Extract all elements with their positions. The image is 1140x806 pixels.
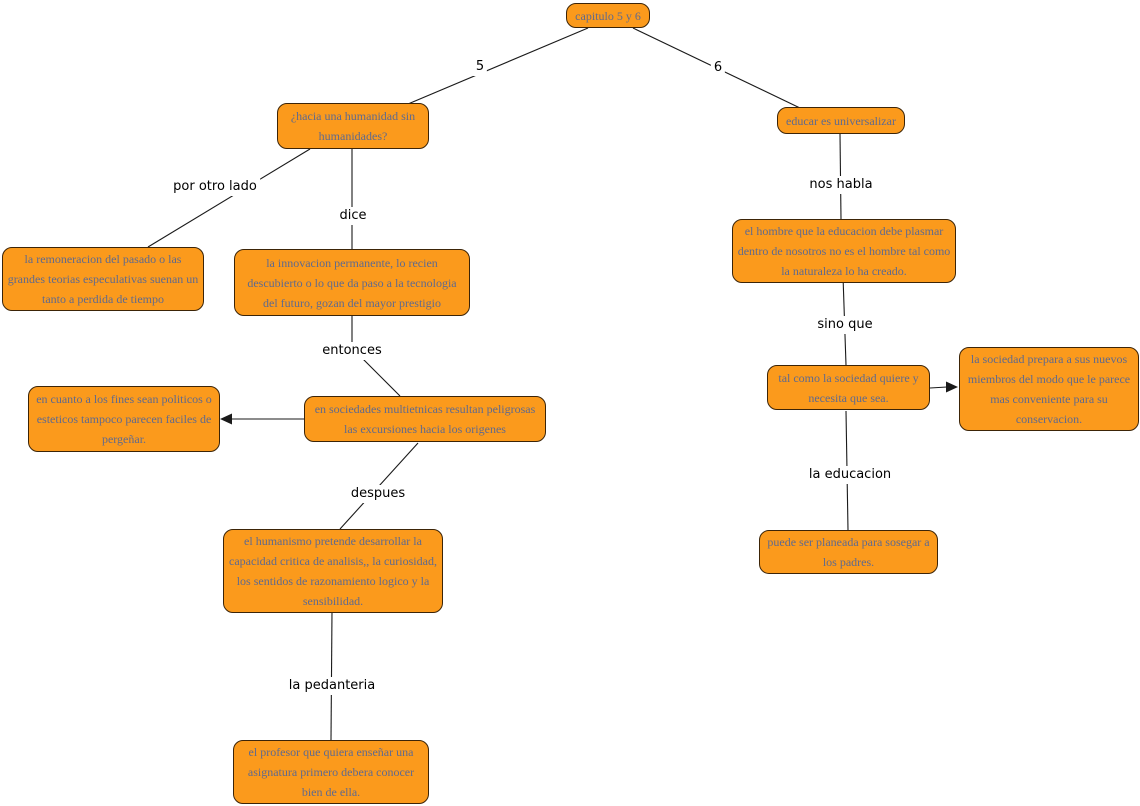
link-label-6[interactable]: 6	[710, 59, 726, 77]
link-label-dice[interactable]: dice	[336, 207, 370, 225]
link-label-despues[interactable]: despues	[347, 485, 409, 503]
node-humanismo-pretende[interactable]: el humanismo pretende desarrollar la cap…	[223, 529, 443, 613]
link-label-5[interactable]: 5	[472, 58, 488, 76]
node-hombre-educacion-plasmar[interactable]: el hombre que la educacion debe plasmar …	[732, 219, 956, 283]
link-label-nos-habla[interactable]: nos habla	[806, 176, 876, 194]
node-remoneracion-del-pasado[interactable]: la remoneracion del pasado o las grandes…	[2, 247, 204, 311]
node-capitulo-5-y-6[interactable]: capitulo 5 y 6	[566, 3, 650, 28]
node-sociedad-quiere[interactable]: tal como la sociedad quiere y necesita q…	[767, 365, 930, 410]
link-label-la-educacion[interactable]: la educacion	[805, 466, 895, 484]
connector-capitulo-humanidad	[407, 27, 589, 105]
link-label-entonces[interactable]: entonces	[319, 342, 385, 360]
connector-humanidad-remoneracion	[147, 148, 311, 248]
arrowhead-left-icon	[220, 413, 232, 425]
node-planeada-sosegar[interactable]: puede ser planeada para sosegar a los pa…	[759, 530, 938, 574]
node-sociedades-multietnicas[interactable]: en sociedades multietnicas resultan peli…	[304, 396, 546, 442]
connector-sociedadquiere-prepara	[929, 386, 948, 389]
node-profesor-ensenar[interactable]: el profesor que quiera enseñar una asign…	[233, 740, 429, 804]
node-innovacion-permanente[interactable]: la innovacion permanente, lo recien desc…	[234, 249, 470, 316]
arrowhead-right-icon	[946, 381, 958, 393]
node-educar-es-universalizar[interactable]: educar es universalizar	[777, 107, 905, 134]
connector-humanismo-profesor	[330, 610, 333, 741]
node-sociedad-prepara[interactable]: la sociedad prepara a sus nuevos miembro…	[959, 347, 1139, 431]
node-fines-politicos-esteticos[interactable]: en cuanto a los fines sean politicos o e…	[28, 386, 220, 452]
link-label-la-pedanteria[interactable]: la pedanteria	[285, 677, 379, 695]
link-label-sino-que[interactable]: sino que	[814, 316, 876, 334]
link-label-por-otro-lado[interactable]: por otro lado	[170, 178, 260, 196]
node-hacia-una-humanidad[interactable]: ¿hacia una humanidad sin humanidades?	[277, 103, 429, 149]
